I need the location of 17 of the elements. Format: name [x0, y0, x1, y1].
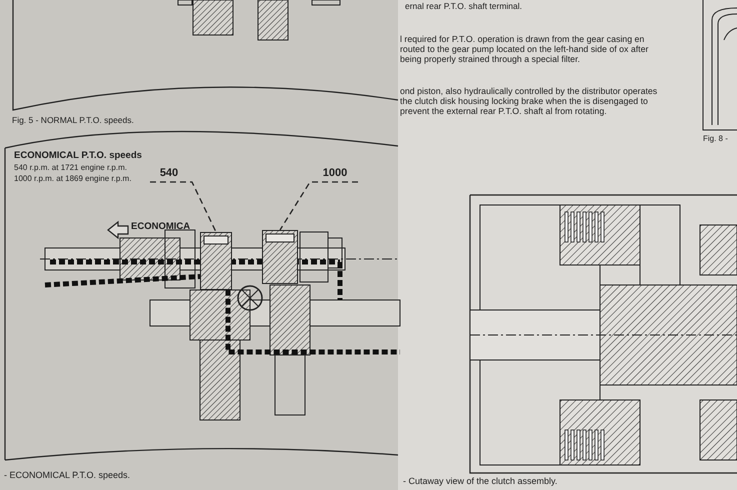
- speed-note: 540 r.p.m. at 1721 engine r.p.m.: [14, 163, 128, 172]
- gear-drawing: [262, 230, 298, 284]
- leader-line: [150, 181, 217, 232]
- gear-drawing: [200, 232, 232, 290]
- speed-note: 1000 r.p.m. at 1869 engine r.p.m.: [14, 174, 132, 184]
- body-text: ernal rear P.T.O. shaft terminal.: [405, 2, 524, 12]
- leader-line: [279, 181, 358, 230]
- body-text: l required for P.T.O. operation is drawn from the gear casing en routed to the gear pump located on the left-hand side of ox after being properly strained through a special filter.: [400, 34, 650, 64]
- figure-caption: Fig. 5 - NORMAL P.T.O. speeds.: [12, 116, 135, 126]
- figure-caption: Fig. 8 -: [703, 134, 729, 144]
- figure-heading: ECONOMICAL P.T.O. speeds: [14, 151, 143, 162]
- body-text: ond piston, also hydraulically controlled by the distributor operates the clutch disk housing locking brake when the is disengaged to prevent the external rear P.T.O. shaft al from rotating.: [400, 86, 658, 116]
- figure-caption: - Cutaway view of the clutch assembly.: [403, 476, 558, 486]
- speed-label: 540: [156, 166, 182, 180]
- direction-label: ECONOMICA: [131, 222, 192, 233]
- figure-caption: - ECONOMICAL P.T.O. speeds.: [4, 470, 132, 480]
- speed-label: 1000: [318, 166, 352, 180]
